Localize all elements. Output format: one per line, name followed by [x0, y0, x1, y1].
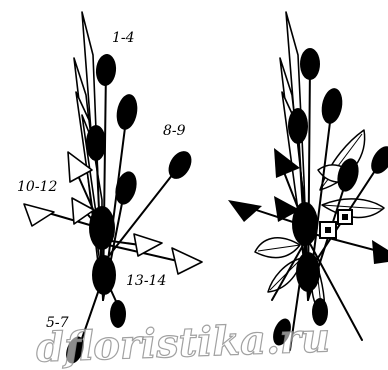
- right-bud-right-upper: [319, 87, 345, 126]
- right-big-leaf-left: [255, 238, 300, 258]
- left-arrow-right-2: [172, 248, 202, 274]
- left-arrow-far: [24, 204, 54, 226]
- left-bud-lower: [92, 255, 116, 295]
- left-bud-far-right: [164, 147, 196, 183]
- left-bud-right-upper: [114, 93, 140, 132]
- left-bud-top: [95, 53, 118, 87]
- left-bud-center: [89, 206, 115, 250]
- right-frame-2-inner: [342, 214, 348, 220]
- right-bud-far-right: [367, 143, 388, 178]
- label-10-12: 10-12: [17, 179, 57, 195]
- right-bud-center: [292, 202, 318, 246]
- right-scheme: [228, 12, 388, 350]
- right-bud-top: [300, 48, 320, 80]
- right-arrow-right: [372, 240, 388, 264]
- left-bud-left: [86, 125, 106, 161]
- right-bud-lower: [296, 252, 320, 292]
- label-1-4: 1-4: [112, 30, 135, 46]
- right-frame-1-inner: [325, 227, 331, 233]
- label-8-9: 8-9: [163, 123, 186, 139]
- right-stem-8: [306, 232, 382, 252]
- left-arrow-right-1: [134, 234, 162, 256]
- watermark: dfloristika.ru: [35, 314, 330, 370]
- left-scheme: 1-4 8-9 10-12 13-14 5-7: [17, 12, 202, 366]
- label-13-14: 13-14: [126, 273, 166, 289]
- right-bud-left: [288, 108, 308, 144]
